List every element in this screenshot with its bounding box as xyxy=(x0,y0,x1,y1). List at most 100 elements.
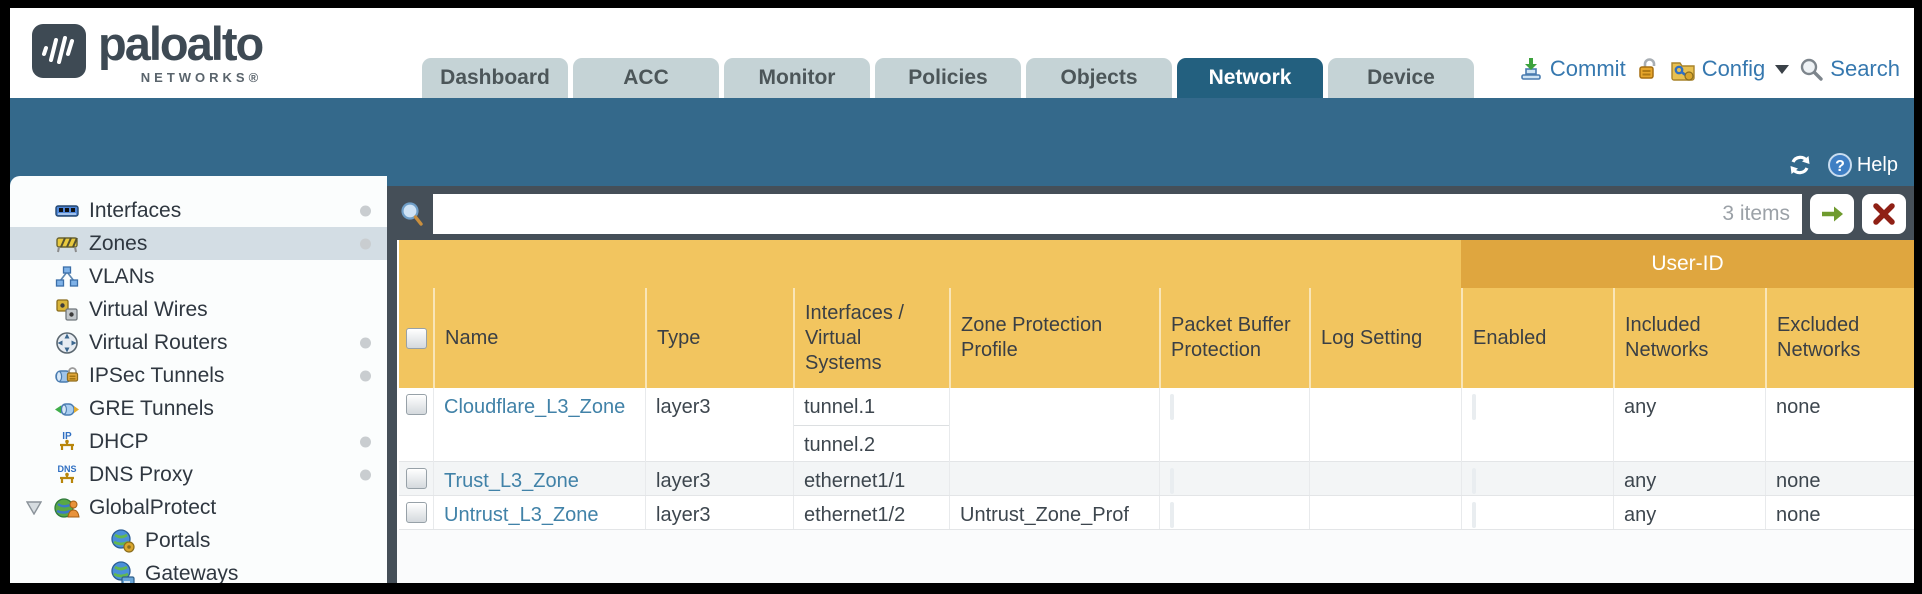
col-header-interfaces[interactable]: Interfaces / Virtual Systems xyxy=(793,288,949,388)
status-dot xyxy=(360,205,371,216)
sidebar-item-vlans[interactable]: VLANs xyxy=(10,260,387,293)
sidebar-item-dns-proxy[interactable]: DNS DNS Proxy xyxy=(10,458,387,491)
col-header-zone-protection-profile[interactable]: Zone Protection Profile xyxy=(949,288,1159,388)
cell-packet-buffer-protection xyxy=(1159,496,1309,529)
sidebar-label: DHCP xyxy=(89,429,149,453)
sidebar-label: Interfaces xyxy=(89,198,182,222)
enabled-checkbox xyxy=(1472,394,1476,420)
help-button[interactable]: ? Help xyxy=(1827,152,1898,178)
cell-packet-buffer-protection xyxy=(1159,462,1309,495)
table-footer-area xyxy=(397,530,1914,583)
col-header-excluded-networks[interactable]: Excluded Networks xyxy=(1765,288,1914,388)
expander-triangle-icon[interactable] xyxy=(26,500,42,515)
sidebar-item-virtual-routers[interactable]: Virtual Routers xyxy=(10,326,387,359)
clear-x-icon xyxy=(1873,203,1895,225)
zone-name-link[interactable]: Cloudflare_L3_Zone xyxy=(444,396,626,418)
paloalto-logo: paloalto NETWORKS® xyxy=(32,18,264,85)
cell-zone-protection-profile: Untrust_Zone_Prof xyxy=(949,496,1159,529)
sidebar-item-ipsec-tunnels[interactable]: IPSec Tunnels xyxy=(10,359,387,392)
refresh-icon[interactable] xyxy=(1787,152,1813,178)
filter-input-wrap: 3 items xyxy=(433,194,1802,234)
config-caret-icon xyxy=(1775,64,1790,74)
sidebar-label: Portals xyxy=(145,528,211,552)
cell-excluded-networks: none xyxy=(1765,388,1914,462)
search-button[interactable]: Search xyxy=(1798,56,1900,82)
select-all-checkbox[interactable] xyxy=(405,327,427,349)
enabled-checkbox xyxy=(1472,502,1476,528)
col-header-included-networks[interactable]: Included Networks xyxy=(1613,288,1765,388)
cell-enabled xyxy=(1461,388,1613,462)
tab-acc[interactable]: ACC xyxy=(573,58,719,98)
sidebar-item-gateways[interactable]: Gateways xyxy=(10,557,387,583)
row-checkbox[interactable] xyxy=(405,468,427,489)
table-group-header: User-ID xyxy=(399,240,1914,288)
group-header-spacer xyxy=(399,240,1461,288)
lock-icon[interactable] xyxy=(1635,56,1661,82)
col-header-enabled[interactable]: Enabled xyxy=(1461,288,1613,388)
cell-included-networks: any xyxy=(1613,388,1765,462)
svg-text:?: ? xyxy=(1835,158,1845,175)
col-header-log-setting[interactable]: Log Setting xyxy=(1309,288,1461,388)
filter-input[interactable] xyxy=(445,201,1723,227)
sub-header-band: ? Help xyxy=(10,98,1914,186)
row-checkbox[interactable] xyxy=(405,502,427,523)
cell-enabled xyxy=(1461,496,1613,529)
tab-policies[interactable]: Policies xyxy=(875,58,1021,98)
zone-name-link[interactable]: Trust_L3_Zone xyxy=(444,470,579,492)
cell-zone-protection-profile xyxy=(949,462,1159,495)
table-row: Trust_L3_Zone layer3 ethernet1/1 any non… xyxy=(399,462,1914,496)
cell-zone-protection-profile xyxy=(949,388,1159,462)
col-header-packet-buffer-protection[interactable]: Packet Buffer Protection xyxy=(1159,288,1309,388)
sidebar-item-globalprotect[interactable]: GlobalProtect xyxy=(10,491,387,524)
tab-network[interactable]: Network xyxy=(1177,58,1323,98)
col-header-name[interactable]: Name xyxy=(433,288,645,388)
network-sidebar: Interfaces Zones xyxy=(10,176,387,583)
sidebar-label: VLANs xyxy=(89,264,155,288)
sidebar-label: IPSec Tunnels xyxy=(89,363,225,387)
sidebar-item-interfaces[interactable]: Interfaces xyxy=(10,194,387,227)
sidebar-item-gre-tunnels[interactable]: GRE Tunnels xyxy=(10,392,387,425)
vlans-icon xyxy=(55,265,79,287)
status-dot xyxy=(360,436,371,447)
portals-icon xyxy=(111,528,135,553)
cell-interfaces: ethernet1/1 xyxy=(793,462,949,495)
pbp-checkbox xyxy=(1170,394,1174,420)
ipsec-tunnels-icon xyxy=(55,366,79,383)
search-icon xyxy=(1801,58,1823,81)
config-menu[interactable]: Config xyxy=(1670,56,1790,82)
cell-type: layer3 xyxy=(645,388,793,462)
table-row: Untrust_L3_Zone layer3 ethernet1/2 Untru… xyxy=(399,496,1914,530)
row-checkbox[interactable] xyxy=(405,394,427,415)
sidebar-item-zones[interactable]: Zones xyxy=(10,227,387,260)
select-all-cell xyxy=(399,288,433,388)
paloalto-logo-icon xyxy=(32,24,86,78)
commit-button[interactable]: Commit xyxy=(1518,56,1626,82)
interfaces-icon xyxy=(55,204,79,217)
tab-device[interactable]: Device xyxy=(1328,58,1474,98)
dhcp-icon: IP xyxy=(60,431,74,450)
tab-dashboard[interactable]: Dashboard xyxy=(422,58,568,98)
row-select-cell xyxy=(399,388,433,462)
go-arrow-icon xyxy=(1822,206,1843,222)
svg-text:DNS: DNS xyxy=(57,464,76,474)
zone-name-link[interactable]: Untrust_L3_Zone xyxy=(444,504,599,526)
sidebar-item-virtual-wires[interactable]: Virtual Wires xyxy=(10,293,387,326)
apply-filter-button[interactable] xyxy=(1810,194,1854,234)
cell-interfaces: tunnel.1 tunnel.2 xyxy=(793,388,949,462)
tab-objects[interactable]: Objects xyxy=(1026,58,1172,98)
enabled-checkbox xyxy=(1472,468,1476,494)
cell-included-networks: any xyxy=(1613,462,1765,495)
sidebar-item-portals[interactable]: Portals xyxy=(10,524,387,557)
main-nav-tabs: Dashboard ACC Monitor Policies Objects N… xyxy=(422,58,1474,98)
pbp-checkbox xyxy=(1170,468,1174,494)
table-header-row: Name Type Interfaces / Virtual Systems Z… xyxy=(399,288,1914,388)
tab-monitor[interactable]: Monitor xyxy=(724,58,870,98)
cell-type: layer3 xyxy=(645,462,793,495)
content-area: 3 items User- xyxy=(387,186,1914,583)
cell-packet-buffer-protection xyxy=(1159,388,1309,462)
clear-filter-button[interactable] xyxy=(1862,194,1906,234)
gre-tunnels-icon xyxy=(55,402,79,416)
col-header-type[interactable]: Type xyxy=(645,288,793,388)
sidebar-item-dhcp[interactable]: IP DHCP xyxy=(10,425,387,458)
